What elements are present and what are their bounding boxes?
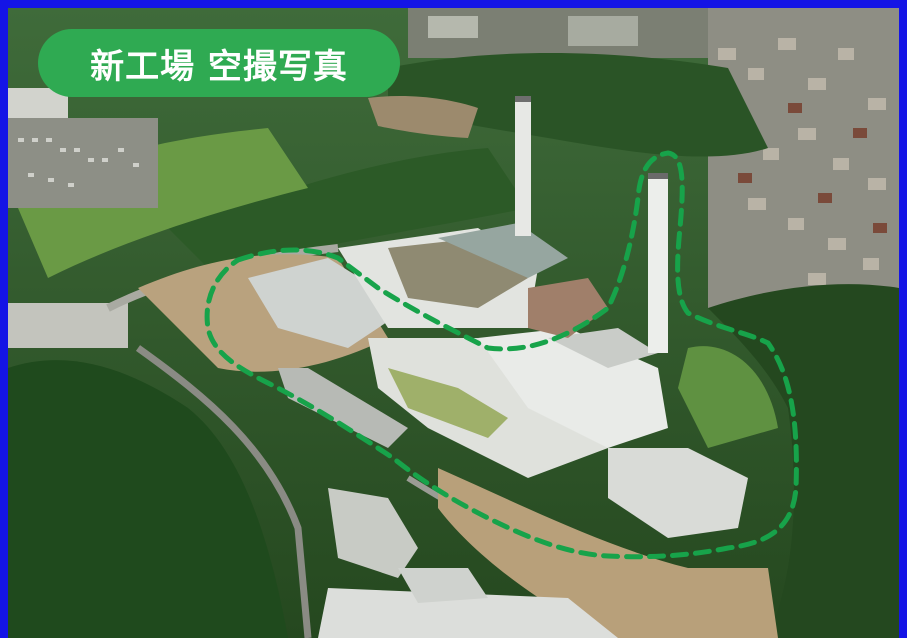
residential-area (708, 8, 899, 308)
incineration-plant (248, 223, 748, 638)
forest-left (8, 360, 288, 638)
new-plant-outline (204, 150, 799, 560)
chimneys (515, 96, 668, 353)
forest-right (708, 284, 899, 638)
title-badge: 新工場 空撮写真 (38, 29, 400, 97)
left-building (8, 303, 128, 348)
forest-top (388, 53, 768, 157)
aerial-photo (8, 8, 899, 638)
